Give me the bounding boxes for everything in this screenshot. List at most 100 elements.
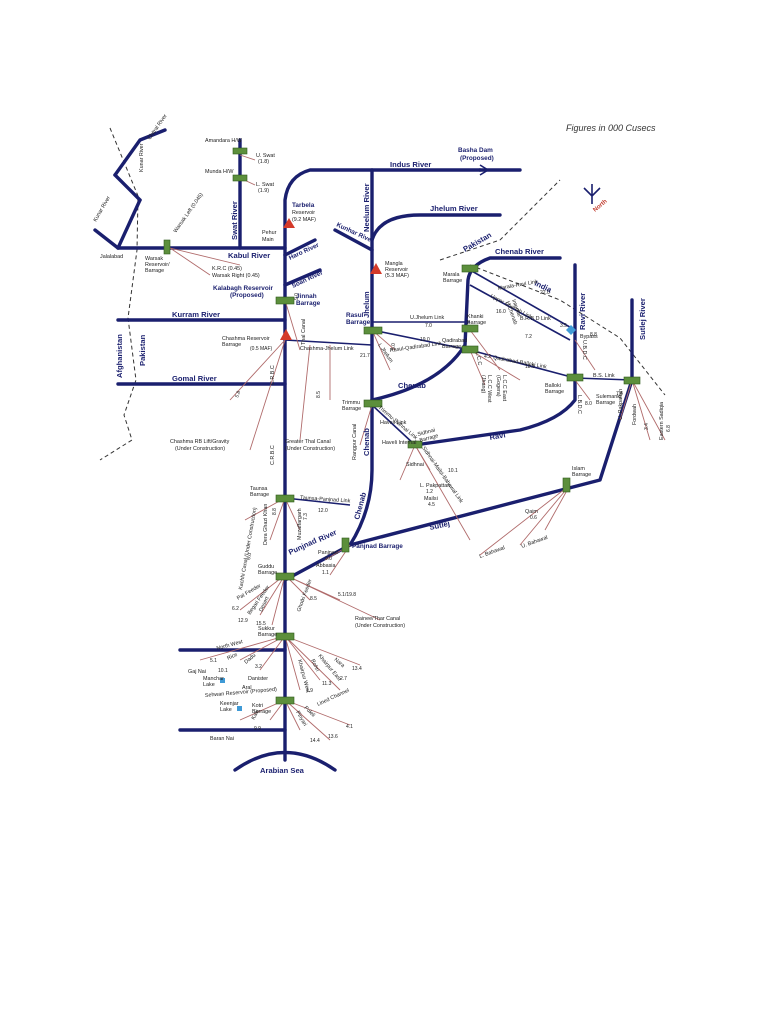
- place-panjnad: Panjnad Barrage: [352, 543, 403, 550]
- canal-rb-lift: Chashma RB Lift/Gravity: [170, 439, 230, 445]
- canal-rq-link: Rasul-Qadirabad Link: [389, 341, 442, 354]
- label-chitral: Chitral River: [147, 113, 169, 141]
- place-balloki: Balloki: [545, 383, 561, 389]
- canal-uchenab-v: 7.2: [525, 334, 532, 340]
- place-islam: Islam: [572, 466, 585, 472]
- canal-pat-v: 6.2: [232, 606, 239, 612]
- canal-lj-v: 5.0: [391, 343, 397, 350]
- label-river: River: [317, 528, 338, 544]
- sukkur-barrage: [275, 632, 295, 641]
- kunar-small: [93, 228, 120, 250]
- islam-barrage: [562, 477, 571, 493]
- place-taunsa: Taunsa: [250, 486, 267, 492]
- canal-mr-v: 22.0: [540, 290, 550, 296]
- chitral-kunar: [113, 173, 142, 202]
- kunar-river: [116, 198, 142, 250]
- place-labels: Jalalabad Amandara H/W Munda H/W Basha D…: [100, 138, 621, 715]
- place-jinnah: Jinnah: [296, 293, 317, 300]
- chashma-jhelum-link: [284, 339, 373, 346]
- label-kunar: Kunar River: [139, 143, 145, 172]
- place-warsak3: Barrage: [145, 268, 164, 274]
- canal-aral: Aral: [242, 685, 252, 691]
- canal-rangpur: Rangpur Canal: [352, 424, 358, 460]
- canal-begari-v: 12.9: [238, 618, 248, 624]
- canal-lbdc: L.B.D.C: [576, 395, 582, 414]
- canal-lbahawal: L. Bahawal: [479, 545, 506, 560]
- north-label: North: [592, 198, 608, 213]
- place-munda: Munda H/W: [205, 169, 234, 175]
- keenjar-lake-icon: [237, 706, 242, 711]
- place-qadirabad2: Barrage: [442, 344, 461, 350]
- place-sulemanki: Sulemanki: [596, 394, 621, 400]
- place-manchar: Manchar: [203, 676, 224, 682]
- place-manchar2: Lake: [203, 682, 215, 688]
- canal-muz-v: 7.3: [303, 513, 309, 520]
- place-taunsa2: Barrage: [250, 492, 269, 498]
- canal-crbc2: C.R.B.C: [270, 445, 276, 465]
- canal-gajnai: Gaj Nai: [188, 669, 206, 675]
- canal-rohri-v: 11.3: [322, 681, 332, 687]
- place-sulemanki2: Barrage: [596, 400, 615, 406]
- canal-bs-link: B.S. Link: [593, 373, 615, 379]
- canal-mailsi: Mailsi: [424, 496, 438, 502]
- taunsa-panjnad-link: [284, 497, 351, 506]
- place-kalabagh: Kalabagh Reservoir: [213, 285, 274, 292]
- canal-haveli-int: Haveli Internal: [382, 440, 416, 446]
- place-basha: Basha Dam: [458, 147, 493, 154]
- place-trimmu: Trimmu: [342, 400, 360, 406]
- place-rasul: Rasul: [346, 312, 364, 319]
- place-keenjar: Keenjar: [220, 701, 239, 707]
- place-guddu: Guddu: [258, 564, 274, 570]
- canal-uj-v: 7.0: [425, 323, 432, 329]
- canal-ke-v: 2.7: [340, 676, 347, 682]
- canal-chashma-maf: (0.5 MAF): [250, 346, 273, 352]
- soan-river: [283, 268, 322, 287]
- canal-lines: [169, 154, 666, 741]
- place-islam2: Barrage: [572, 472, 591, 478]
- canal-fordwah: Fordwah: [632, 404, 638, 425]
- canal-dg-khan: Dera Ghazi Khan: [263, 504, 269, 545]
- place-rasul2: Barrage: [346, 319, 371, 326]
- upper-chenab-link: [469, 284, 571, 341]
- jhelum-river-upper: [370, 213, 502, 242]
- place-bypass: Bypass: [580, 334, 598, 340]
- canal-kalri: Kalri: [251, 709, 262, 721]
- canal-ubahawal: U. Bahawal: [521, 535, 549, 550]
- place-balloki2: Barrage: [545, 389, 564, 395]
- place-kotri2: Barrage: [252, 709, 271, 715]
- bypass-icon: [566, 325, 576, 335]
- label-sutlej-river: Sutlej River: [638, 298, 647, 340]
- amandara-barrage: [232, 147, 248, 155]
- pakistan-india-border-north: [439, 179, 561, 261]
- label-ravi: Ravi: [489, 430, 506, 442]
- sutlej-river: [348, 298, 634, 547]
- place-sukkur2: Barrage: [258, 632, 277, 638]
- canal-rainee2: (Under Construction): [355, 623, 405, 629]
- place-chashma2: Barrage: [222, 342, 241, 348]
- canal-danister: Danister: [248, 676, 268, 682]
- canal-qb-v: 18.5: [525, 364, 535, 370]
- canal-lcc-v: 4.2: [484, 354, 491, 360]
- canal-rohri: Rohri: [309, 658, 320, 672]
- canal-eastern: Eastern Sadiqia: [659, 402, 665, 440]
- canal-lccw2: (Jhang): [480, 375, 486, 393]
- place-sidhnai: Sidhnai: [417, 427, 436, 437]
- country-afghanistan: Afghanistan: [115, 334, 124, 378]
- canal-abbasia: Abbasia: [316, 563, 335, 569]
- place-khanki: Khanki: [467, 314, 483, 320]
- place-sehwan: Sehwan Reservoir (Proposed): [205, 687, 278, 699]
- canal-lined: Lined Channel: [316, 688, 350, 708]
- place-marala2: Barrage: [443, 278, 462, 284]
- canal-rq-v: 19.0: [420, 337, 430, 343]
- canal-kachhi: Kachhi Canal (Under Construction): [238, 507, 258, 591]
- canal-baran: Baran Nai: [210, 736, 234, 742]
- place-kotri: Kotri: [252, 703, 263, 709]
- pakistan-india-border: [469, 264, 666, 396]
- place-tarbela3: (9.2 MAF): [292, 217, 316, 223]
- canal-mailsi-v: 4.5: [428, 502, 435, 508]
- place-pehur2: Main: [262, 237, 274, 243]
- place-qadirabad: Qadirabad: [442, 338, 467, 344]
- canal-kw-v: 1.9: [306, 688, 313, 694]
- balloki-sulemanki-link: [574, 377, 633, 381]
- place-keenjar2: Lake: [220, 707, 232, 713]
